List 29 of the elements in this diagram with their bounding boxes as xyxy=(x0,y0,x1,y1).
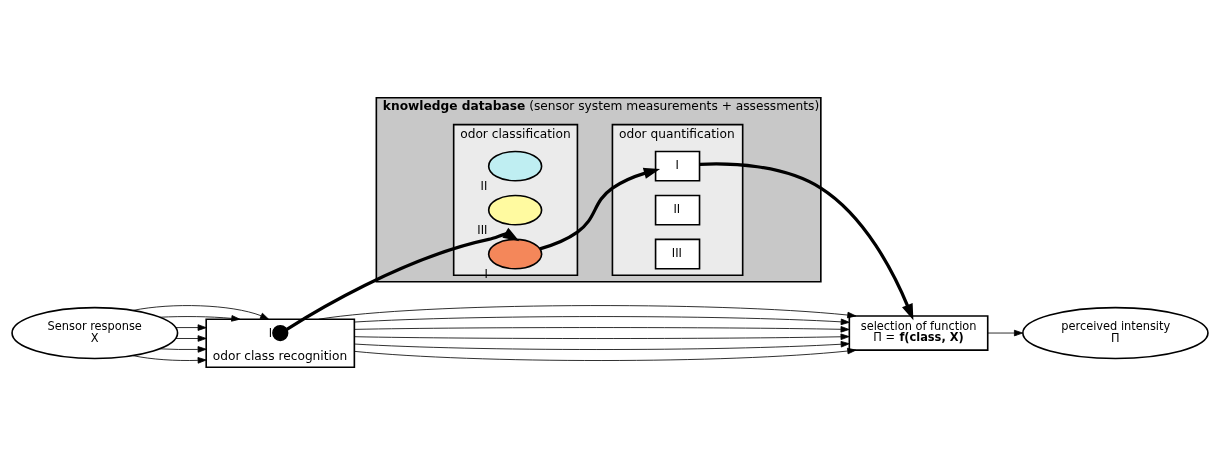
node-ellipse: perceived intensity Π xyxy=(1022,306,1209,359)
arrow xyxy=(353,347,857,361)
node-label: II xyxy=(480,178,488,193)
node-box: I xyxy=(654,150,701,182)
arrow xyxy=(175,334,207,342)
arrow xyxy=(353,315,850,325)
arrow xyxy=(159,314,241,322)
node-ellipse xyxy=(487,150,543,182)
node-circle xyxy=(272,324,289,341)
node-ellipse: Sensor response X xyxy=(11,306,179,359)
node-box: selection of function Π = f(class, X) xyxy=(848,314,989,351)
arrow xyxy=(699,161,914,320)
node-label: III xyxy=(477,222,488,237)
arrow xyxy=(987,329,1023,336)
arrow xyxy=(132,354,207,364)
arrow xyxy=(286,227,520,331)
arrow xyxy=(353,340,850,350)
node-label: I xyxy=(268,325,273,340)
arrow xyxy=(318,304,857,320)
node-box: II xyxy=(654,194,701,226)
node-ellipse xyxy=(487,238,543,270)
node-ellipse xyxy=(487,194,543,226)
arrow xyxy=(159,345,207,353)
arrow xyxy=(175,323,207,331)
arrow xyxy=(353,333,850,340)
arrow xyxy=(353,325,850,333)
arrow xyxy=(539,167,661,250)
node-box: III xyxy=(654,238,701,270)
arrow xyxy=(132,304,269,320)
